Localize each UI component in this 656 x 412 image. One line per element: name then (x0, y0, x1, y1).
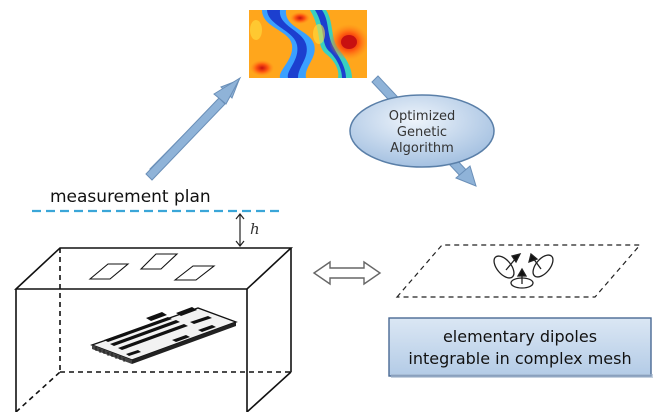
algorithm-label-line1: Optimized (389, 109, 456, 124)
algorithm-label-line3: Algorithm (390, 141, 454, 156)
aperture-rectangles (88, 253, 216, 281)
measurement-plan-label: measurement plan (50, 187, 211, 207)
dipoles-caption-box: elementary dipoles integrable in complex… (388, 317, 653, 378)
dipoles-caption-line2: integrable in complex mesh (408, 349, 631, 368)
upward-arrow-icon (145, 76, 242, 181)
dipoles-caption-line1: elementary dipoles (443, 327, 597, 346)
double-headed-arrow-icon (312, 260, 382, 286)
dipole-plane (395, 244, 642, 298)
algorithm-ellipse: Optimized Genetic Algorithm (349, 94, 495, 168)
field-heatmap-image (249, 10, 367, 78)
dipole-arrows-icon (493, 252, 554, 289)
algorithm-label-line2: Genetic (397, 125, 447, 140)
printed-circuit-board-icon (90, 307, 238, 364)
height-indicator (235, 213, 245, 247)
height-symbol: h (250, 220, 260, 238)
